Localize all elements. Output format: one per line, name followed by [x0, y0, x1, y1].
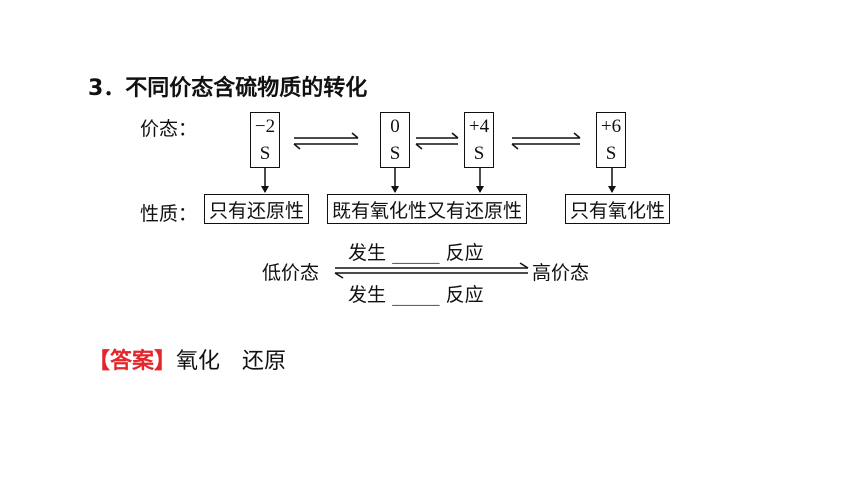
state-box-plus4: +4 S	[464, 112, 494, 168]
fill-blank-bottom: _____	[392, 284, 440, 306]
valence-row-label: 价态：	[140, 118, 198, 140]
property-row-label: 性质：	[140, 203, 198, 225]
valence-value: 0	[390, 115, 400, 137]
equilibrium-arrow-1	[293, 132, 359, 150]
answer-tag: 【答案】	[88, 349, 177, 374]
section-heading: 3．不同价态含硫物质的转化	[88, 76, 368, 101]
state-box-plus6: +6 S	[596, 112, 626, 168]
element-symbol: S	[389, 142, 401, 164]
element-symbol: S	[259, 142, 271, 164]
equilibrium-arrow-2	[415, 132, 459, 150]
state-box-0: 0 S	[380, 112, 410, 168]
equilibrium-arrow-3	[511, 132, 581, 150]
fill-blank-top: _____	[392, 242, 440, 264]
element-symbol: S	[473, 142, 485, 164]
property-box-reducing-only: 只有还原性	[204, 194, 310, 224]
conversion-double-arrow	[334, 262, 529, 279]
high-valence-label: 高价态	[532, 262, 590, 284]
property-box-both: 既有氧化性又有还原性	[327, 194, 528, 224]
property-box-oxidizing-only: 只有氧化性	[565, 194, 671, 224]
valence-value: +6	[600, 115, 622, 137]
element-symbol: S	[605, 142, 617, 164]
low-valence-label: 低价态	[262, 262, 320, 284]
answer-text: 氧化 还原	[176, 349, 287, 374]
state-box-minus2: −2 S	[250, 112, 280, 168]
conversion-top-label: 发生 _____ 反应	[348, 242, 484, 264]
valence-value: +4	[468, 115, 490, 137]
valence-value: −2	[254, 115, 276, 137]
answer-line: 【答案】氧化 还原	[88, 343, 286, 375]
conversion-bottom-label: 发生 _____ 反应	[348, 284, 484, 306]
